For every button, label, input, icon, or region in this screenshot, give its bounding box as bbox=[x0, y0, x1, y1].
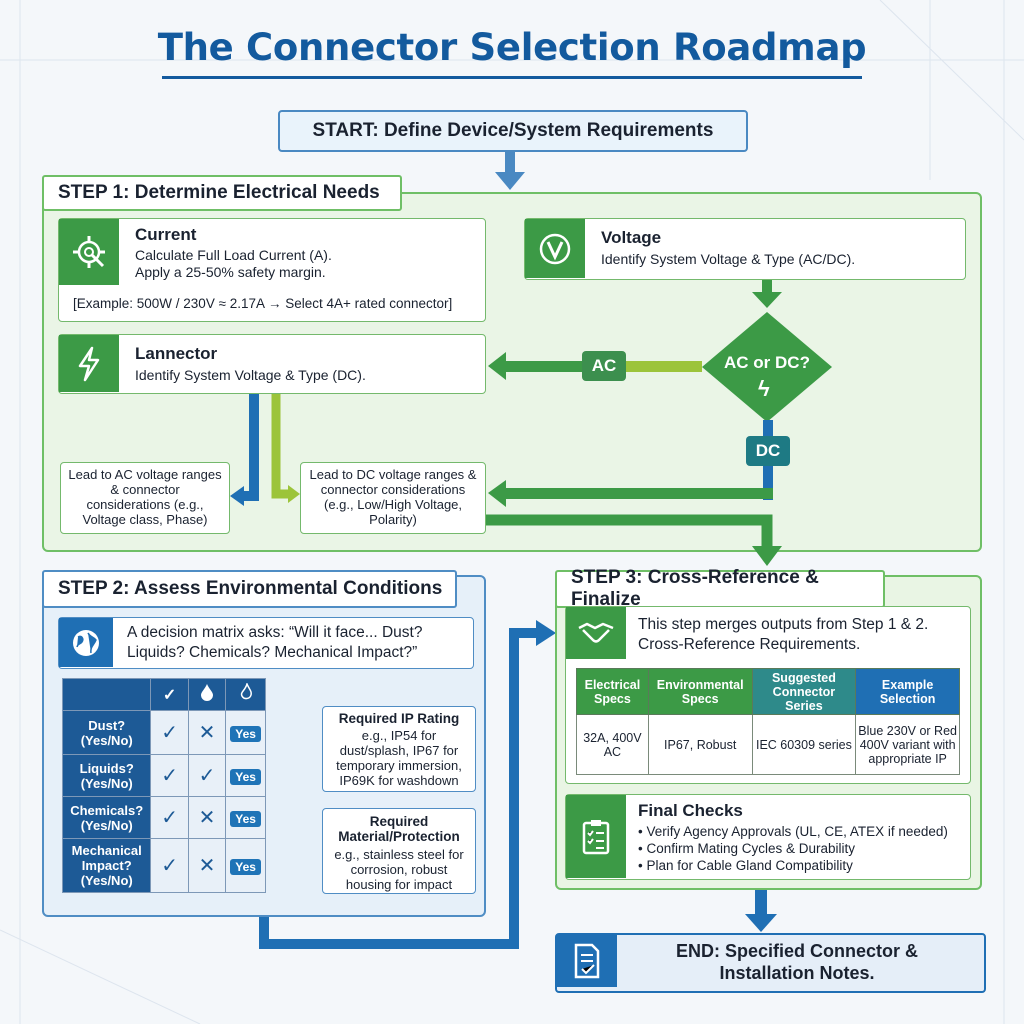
cell-series: IEC 60309 series bbox=[751, 714, 857, 775]
gear-wrench-icon bbox=[59, 219, 119, 285]
material-box: Required Material/Protection e.g., stain… bbox=[322, 808, 476, 894]
row-label: Liquids? (Yes/No) bbox=[61, 754, 152, 797]
check-icon: ✓ bbox=[150, 796, 189, 839]
ip-title: Required IP Rating bbox=[338, 711, 460, 726]
bolt-icon: ϟ bbox=[758, 376, 770, 401]
cross-icon: ✕ bbox=[187, 710, 227, 755]
current-line1: Calculate Full Load Current (A). bbox=[135, 247, 332, 263]
lannector-card: Lannector Identify System Voltage & Type… bbox=[58, 334, 486, 394]
step1-heading: STEP 1: Determine Electrical Needs bbox=[42, 175, 402, 211]
check-icon: ✓ bbox=[150, 838, 189, 893]
ip-rating-box: Required IP Rating e.g., IP54 for dust/s… bbox=[322, 706, 476, 792]
end-text: END: Specified Connector & Installation … bbox=[675, 941, 919, 983]
title-underline bbox=[162, 76, 862, 79]
crossref-table: Electrical Specs Environmental Specs Sug… bbox=[576, 668, 960, 775]
row-label: Dust? (Yes/No) bbox=[61, 710, 152, 755]
dc-badge: DC bbox=[746, 436, 790, 466]
matrix-corner bbox=[61, 678, 152, 711]
yes-badge: Yes bbox=[230, 859, 261, 875]
voltage-icon bbox=[525, 219, 585, 278]
ac-lead-box: Lead to AC voltage ranges & connector co… bbox=[60, 462, 230, 534]
end-node: END: Specified Connector & Installation … bbox=[555, 933, 986, 993]
check-icon: ✓ bbox=[150, 754, 189, 797]
check-icon: ✓ bbox=[187, 754, 227, 797]
yes-badge: Yes bbox=[230, 811, 261, 827]
clipboard-icon bbox=[566, 795, 626, 878]
document-check-icon bbox=[557, 935, 617, 987]
start-node: START: Define Device/System Requirements bbox=[278, 110, 748, 152]
check-icon: ✓ bbox=[150, 710, 189, 755]
crossref-intro: This step merges outputs from Step 1 & 2… bbox=[638, 616, 929, 653]
voltage-text: Identify System Voltage & Type (AC/DC). bbox=[601, 251, 856, 267]
decision-matrix: ✓ Dust? (Yes/No) ✓ ✕ Yes Liquids? (Yes/N… bbox=[61, 678, 266, 893]
matrix-row-liquids: Liquids? (Yes/No) ✓ ✓ Yes bbox=[61, 754, 266, 797]
final-item: • Confirm Mating Cycles & Durability bbox=[638, 841, 856, 856]
final-title: Final Checks bbox=[638, 801, 743, 820]
row-label: Mechanical Impact? (Yes/No) bbox=[61, 838, 152, 893]
cell-example: Blue 230V or Red 400V variant with appro… bbox=[855, 714, 960, 775]
dc-lead-box: Lead to DC voltage ranges & connector co… bbox=[300, 462, 486, 534]
decision-label: AC or DC? bbox=[724, 353, 810, 372]
matrix-question: A decision matrix asks: “Will it face...… bbox=[127, 624, 423, 661]
handshake-icon bbox=[566, 607, 626, 659]
col-electrical: Electrical Specs bbox=[576, 668, 649, 715]
final-checks-card: Final Checks • Verify Agency Approvals (… bbox=[565, 794, 971, 880]
col-series: Suggested Connector Series bbox=[751, 668, 857, 715]
drop-icon bbox=[187, 678, 227, 711]
cell-electrical: 32A, 400V AC bbox=[576, 714, 649, 775]
ip-text: e.g., IP54 for dust/splash, IP67 for tem… bbox=[336, 728, 462, 788]
step3-heading: STEP 3: Cross-Reference & Finalize bbox=[555, 567, 885, 610]
crossref-row: 32A, 400V AC IP67, Robust IEC 60309 seri… bbox=[576, 714, 960, 775]
final-item: • Plan for Cable Gland Compatibility bbox=[638, 858, 853, 873]
final-item: • Verify Agency Approvals (UL, CE, ATEX … bbox=[638, 824, 948, 839]
current-line2: Apply a 25-50% safety margin. bbox=[135, 264, 326, 280]
check-icon: ✓ bbox=[150, 678, 189, 711]
yes-badge: Yes bbox=[230, 726, 261, 742]
question-card: A decision matrix asks: “Will it face...… bbox=[58, 617, 474, 669]
col-example: Example Selection bbox=[855, 668, 960, 715]
lannector-text: Identify System Voltage & Type (DC). bbox=[135, 367, 366, 383]
col-environmental: Environmental Specs bbox=[647, 668, 753, 715]
matrix-row-dust: Dust? (Yes/No) ✓ ✕ Yes bbox=[61, 710, 266, 755]
voltage-card: Voltage Identify System Voltage & Type (… bbox=[524, 218, 966, 280]
cross-icon: ✕ bbox=[187, 838, 227, 893]
flame-icon bbox=[225, 678, 266, 711]
matrix-row-impact: Mechanical Impact? (Yes/No) ✓ ✕ Yes bbox=[61, 838, 266, 893]
voltage-title: Voltage bbox=[601, 228, 662, 247]
globe-icon bbox=[59, 618, 113, 667]
current-title: Current bbox=[135, 225, 197, 244]
lannector-title: Lannector bbox=[135, 344, 218, 363]
matrix-row-chemicals: Chemicals? (Yes/No) ✓ ✕ Yes bbox=[61, 796, 266, 839]
yes-badge: Yes bbox=[230, 769, 261, 785]
ac-badge: AC bbox=[582, 351, 626, 381]
current-card: Current Calculate Full Load Current (A).… bbox=[58, 218, 486, 322]
material-title: Required Material/Protection bbox=[338, 814, 460, 844]
step2-heading: STEP 2: Assess Environmental Conditions bbox=[42, 570, 457, 608]
page-title: The Connector Selection Roadmap bbox=[157, 26, 867, 69]
material-text: e.g., stainless steel for corrosion, rob… bbox=[334, 847, 464, 892]
cross-icon: ✕ bbox=[187, 796, 227, 839]
row-label: Chemicals? (Yes/No) bbox=[61, 796, 152, 839]
cell-environmental: IP67, Robust bbox=[647, 714, 753, 775]
current-example: [Example: 500W / 230V ≈ 2.17A → Select 4… bbox=[73, 296, 453, 311]
lightning-icon bbox=[59, 335, 119, 392]
